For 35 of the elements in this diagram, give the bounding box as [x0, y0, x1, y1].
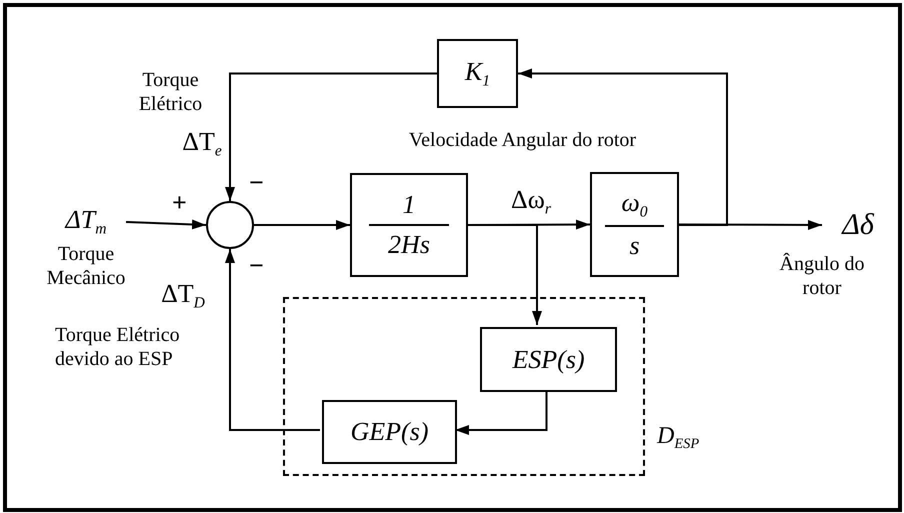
numerator: 1 — [402, 190, 416, 220]
arrow — [225, 249, 320, 431]
arrow — [254, 220, 350, 230]
arrow — [679, 220, 822, 230]
numerator: ω$_{0}$ — [621, 188, 648, 222]
text-label: Velocidade Angular do rotor — [408, 128, 638, 152]
math-label: ΔT$_{D}$ — [160, 282, 206, 314]
node-label: Torque Mecânico — [46, 242, 126, 290]
block — [350, 173, 468, 277]
arrow — [518, 68, 728, 226]
text-label: Torque Elétrico devido ao ESP — [55, 323, 181, 371]
arrow — [468, 224, 542, 325]
math-label: Δδ — [842, 208, 874, 242]
sign-label: − — [249, 170, 264, 196]
sign-label: + — [172, 190, 187, 216]
block — [437, 39, 518, 108]
block — [322, 400, 457, 464]
arrow — [126, 219, 206, 230]
arrow — [225, 72, 437, 201]
denominator: 2Hs — [388, 230, 430, 260]
group-label: D$_{ESP}$ — [657, 423, 700, 454]
math-label: ESP(s) — [512, 344, 585, 374]
math-label: Δω$_{r}$ — [510, 188, 552, 220]
math-label: GEP(s) — [350, 417, 428, 447]
math-label: ΔT$_{m}$ — [66, 205, 106, 239]
math-label: K$_{1}$ — [464, 56, 490, 90]
arrow — [455, 390, 548, 435]
summing-junction — [206, 201, 254, 249]
block — [480, 327, 617, 392]
denominator: s — [629, 231, 640, 262]
text-label: Torque Elétrico — [138, 68, 204, 116]
math-label: ΔT$_{e}$ — [181, 130, 223, 162]
node-label: Ângulo do rotor — [778, 252, 866, 300]
block — [590, 172, 679, 277]
sign-label: − — [249, 253, 264, 279]
